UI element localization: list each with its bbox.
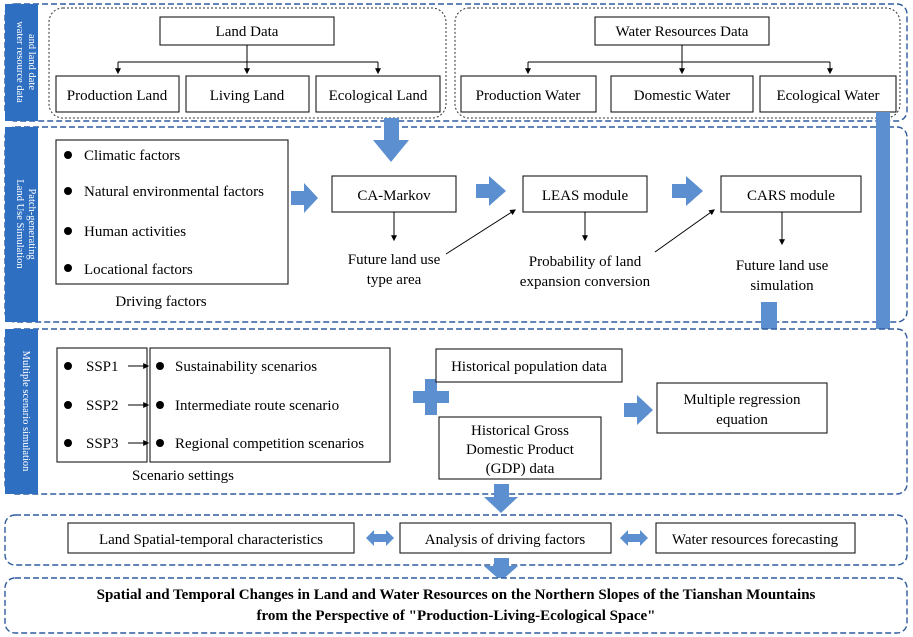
regression-line-1: Multiple regression [683,392,801,408]
living-land-label: Living Land [210,88,285,104]
gdp-data-line-1: Historical Gross [471,423,569,439]
scenario-description-2: Intermediate route scenario [175,398,339,414]
bullet-icon [64,439,72,447]
bullet-icon [64,187,72,195]
ssp-2-label: SSP2 [86,398,119,414]
plus-icon [413,379,449,415]
land-data-group [48,7,447,119]
factors-to-ca-markov-arrow [291,183,318,213]
land-data-title: Land Data [216,24,279,40]
gdp-data-line-2: Domestic Product [466,442,575,458]
bullet-icon [156,439,164,447]
population-data-box [435,348,623,383]
bullet-icon [64,151,72,159]
scenario-description-3: Regional competition scenarios [175,436,364,452]
gdp-data-line-3: (GDP) data [486,461,555,477]
driving-factor-1: Climatic factors [84,148,180,164]
section-simulation-band [5,127,38,322]
cars-module-box [720,175,862,213]
driving-factors-box [55,139,289,285]
ecological-water-label: Ecological Water [776,88,879,104]
land-data-box [159,16,335,46]
ssp-1-label: SSP1 [86,359,119,375]
production-land-box [55,75,180,113]
ecological-land-label: Ecological Land [329,88,428,104]
bullet-icon [64,362,72,370]
section-data-label-1: water resource data [14,21,25,103]
ca-markov-to-leas-arrow [476,176,506,206]
production-water-label: Production Water [476,88,581,104]
driving-factor-2: Natural environmental factors [84,184,264,200]
ssp-3-label: SSP3 [86,436,119,452]
leas-to-cars-arrow [672,176,703,206]
driving-factors-analysis-box [399,522,612,554]
cars-output-line-1: Future land use [736,258,829,274]
scenario-description-1: Sustainability scenarios [175,359,317,375]
production-land-label: Production Land [67,88,168,104]
section-scenario-band [5,329,38,494]
bullet-icon [156,401,164,409]
water-data-box [594,16,770,46]
gdp-data-box [438,416,602,480]
scenario-settings-caption: Scenario settings [132,468,234,484]
ca-markov-output-line-2: type area [367,272,422,288]
analysis-to-conclusion-arrow [484,558,518,581]
water-data-group [454,7,901,119]
section-simulation-label-1: Land Use Simulation [14,179,25,269]
domestic-water-box [610,75,754,113]
driving-factors-caption: Driving factors [115,294,206,310]
land-characteristics-label: Land Spatial-temporal characteristics [99,532,323,548]
bullet-icon [64,264,72,272]
inputs-to-regression-arrow [624,395,653,425]
bidirectional-arrow-left [366,530,394,546]
water-forecasting-label: Water resources forecasting [672,532,839,548]
water-data-title: Water Resources Data [616,24,749,40]
ecological-water-box [759,75,897,113]
bullet-icon [64,401,72,409]
ca-markov-output-line-1: Future land use [348,252,441,268]
conclusion-line-2: from the Perspective of "Production-Livi… [257,608,656,624]
production-water-box [460,75,597,113]
population-data-label: Historical population data [451,359,607,375]
driving-factor-3: Human activities [84,224,186,240]
domestic-water-label: Domestic Water [634,88,730,104]
scenario-descriptions-box [149,347,391,463]
ecological-land-box [315,75,441,113]
leas-module-label: LEAS module [542,188,629,204]
living-land-box [185,75,310,113]
land-characteristics-box [67,522,355,554]
leas-to-cars-line [654,209,715,253]
ca-markov-to-leas-line [445,209,517,255]
scenario-to-analysis-arrow [484,484,518,513]
section-simulation-label-2: Patch-generating [26,188,37,260]
cars-output-line-2: simulation [750,278,814,294]
driving-factors-analysis-label: Analysis of driving factors [425,532,586,548]
bullet-icon [156,362,164,370]
water-forecasting-box [655,522,856,554]
leas-output-line-2: expansion conversion [520,274,651,290]
section-data-band [5,4,38,121]
section-conclusion-frame [4,577,908,634]
regression-line-2: equation [716,412,768,428]
ca-markov-box [331,175,457,213]
leas-output-line-1: Probability of land [529,254,642,270]
bidirectional-arrow-right [620,530,648,546]
ca-markov-label: CA-Markov [357,188,431,204]
conclusion-line-1: Spatial and Temporal Changes in Land and… [97,587,816,603]
land-data-to-ca-markov-arrow [373,118,409,162]
section-scenario-label: Multiple scenario simulation [20,351,31,472]
section-data-label-2: and land date [26,34,37,90]
leas-module-box [522,175,648,213]
cars-module-label: CARS module [747,188,835,204]
bullet-icon [64,227,72,235]
driving-factor-4: Locational factors [84,262,193,278]
regression-box [656,382,828,434]
